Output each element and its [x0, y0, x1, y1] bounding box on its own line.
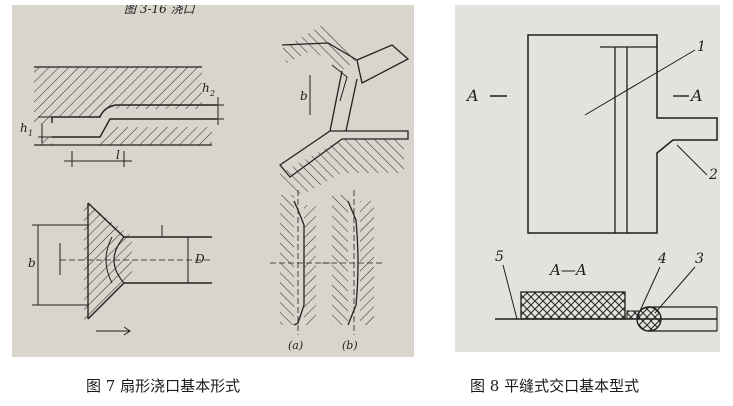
label-h1-sub: 1	[28, 129, 33, 138]
label-part-2: 2	[708, 167, 718, 183]
label-b-panel: (b)	[342, 339, 358, 352]
label-part-5: 5	[495, 249, 504, 265]
label-l: l	[116, 148, 120, 162]
fan-gate-drawing: 图 3-16 浇口 h 1 h 2 l	[12, 5, 414, 357]
caption-figure-8: 图 8 平缝式交口基本型式	[470, 377, 640, 395]
plate-plan-view: A A 1 2	[465, 34, 718, 234]
label-A-left: A	[465, 86, 479, 105]
gate-sections-ab: (a) (b)	[270, 190, 384, 352]
label-h2-sub: 2	[209, 89, 215, 98]
label-b-bottom: b	[28, 256, 36, 270]
label-part-1: 1	[697, 39, 706, 55]
label-h1: h	[20, 121, 28, 135]
side-section-view: h 1 h 2 l	[20, 66, 224, 167]
isometric-gate-view: b	[274, 25, 410, 195]
label-part-3: 3	[695, 251, 704, 267]
figure-header-fragment: 图 3-16 浇口	[124, 5, 196, 16]
slit-gate-drawing: A A 1 2 A—A 5 4 3	[455, 5, 720, 352]
label-D: D	[194, 252, 205, 266]
section-a-a-view: A—A 5 4 3	[495, 249, 718, 332]
label-h2: h	[202, 81, 210, 95]
slit-gate-figure: A A 1 2 A—A 5 4 3	[455, 5, 720, 352]
label-b-top: b	[300, 89, 308, 103]
fan-plan-view: b D	[28, 201, 212, 336]
label-A-right: A	[689, 86, 703, 105]
label-part-4: 4	[657, 251, 667, 267]
label-section-AA: A—A	[548, 261, 587, 279]
fan-gate-figure: 图 3-16 浇口 h 1 h 2 l	[12, 5, 414, 357]
label-a: (a)	[288, 339, 303, 352]
caption-figure-7: 图 7 扇形浇口基本形式	[86, 377, 241, 395]
